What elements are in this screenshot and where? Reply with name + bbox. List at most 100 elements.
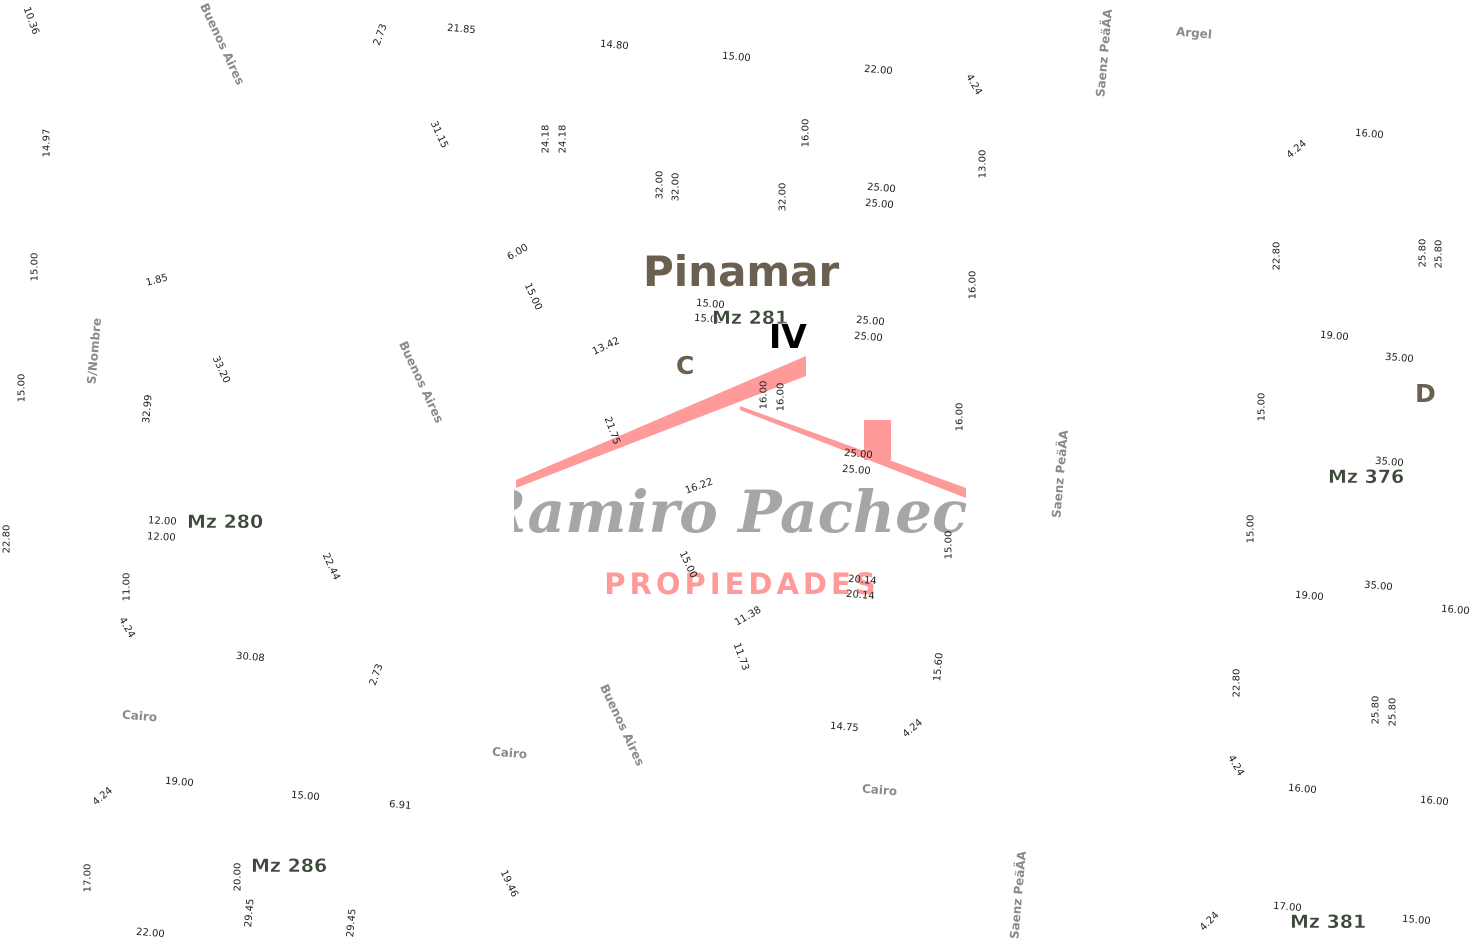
block-label: Mz 281 [712,307,789,329]
dim-label: 15.00 [943,530,955,560]
logo-script-name: Ramiro Pacheco [514,478,968,546]
street-label: S/Nombre [84,317,105,385]
street-label: Cairo [861,781,898,799]
street-label: Cairo [121,707,158,725]
dim-label: 15.00 [1245,514,1257,544]
dim-label: 15.00 [290,789,321,804]
dim-label: 29.45 [345,908,359,938]
dim-label: 25.00 [853,330,884,345]
dim-label: 13.00 [977,149,989,179]
dim-label: 16.00 [1354,127,1385,142]
dim-label: 2.73 [371,22,390,48]
dim-label: 11.73 [730,641,751,673]
dim-label: 15.60 [932,652,946,682]
dim-label: 16.00 [775,382,787,412]
dim-label: 25.00 [864,197,895,212]
dim-label: 25.80 [1387,697,1399,727]
dim-label: 20.14 [845,588,876,603]
dim-label: 4.24 [900,717,925,740]
dim-label: 11.00 [121,572,133,602]
dim-label: 15.00 [29,252,41,282]
dim-label: 16.00 [1287,782,1318,797]
street-label: Buenos Aires [197,0,248,88]
dim-label: 25.80 [1433,239,1445,269]
dim-label: 32.99 [141,394,155,424]
dim-label: 4.24 [963,72,984,98]
dim-label: 12.00 [147,515,177,528]
dim-label: 25.80 [1370,695,1382,725]
dim-label: 19.46 [497,868,520,900]
street-label: Buenos Aires [597,681,648,769]
dim-label: 15.00 [1401,913,1432,928]
dim-label: 16.00 [1440,603,1471,618]
street-label: Buenos Aires [396,338,447,426]
street-label: Saenz PeäÄA [1049,429,1071,519]
dim-label: 16.00 [967,270,979,300]
dim-label: 32.00 [670,172,682,202]
chimney-icon [864,420,891,460]
street-label: Saenz PeäÄA [1093,8,1115,98]
block-label: Mz 376 [1328,466,1405,488]
dim-label: 30.08 [235,650,266,665]
zone-label: C [676,351,695,380]
dim-label: 4.24 [116,615,137,641]
dim-label: 17.00 [82,863,94,893]
dim-label: 24.18 [557,124,569,154]
dim-label: 2.73 [367,662,386,688]
block-label: Mz 381 [1290,911,1367,933]
dim-label: 32.00 [777,182,789,212]
map-title: Pinamar [643,247,840,296]
dim-label: 33.20 [209,354,232,386]
dim-label: 20.00 [232,862,244,892]
roof-left-icon [516,356,806,488]
dim-label: 6.91 [388,799,412,812]
dim-label: 14.80 [599,38,630,53]
dim-label: 14.97 [41,128,53,158]
dim-label: 29.45 [243,898,257,928]
dim-label: 32.00 [654,170,666,200]
dim-label: 16.00 [758,380,770,410]
dim-label: 10.36 [20,5,41,37]
dim-label: 1.85 [144,272,170,289]
dim-label: 15.00 [721,50,752,65]
street-label: Argel [1175,24,1213,42]
dim-label: 22.00 [863,63,894,78]
dim-label: 21.85 [446,22,477,37]
logo-subtitle: PROPIEDADES [604,567,879,600]
dim-label: 24.18 [540,124,552,154]
dim-label: 14.75 [829,720,860,735]
dim-label: 4.24 [1284,138,1309,161]
dim-label: 4.24 [90,785,115,808]
dim-label: 16.00 [1419,794,1450,809]
dim-label: 4.24 [1225,753,1246,779]
street-label: Saenz PeäÄA [1007,850,1029,940]
dim-label: 16.00 [954,402,966,432]
dim-label: 15.00 [521,281,544,313]
dim-label: 25.80 [1417,238,1429,268]
dim-label: 19.00 [1294,589,1325,604]
zone-label: IV [769,317,807,356]
dim-label: 22.80 [1231,668,1243,698]
dim-label: 4.24 [1198,909,1222,934]
dim-label: 19.00 [164,775,195,790]
street-label: Cairo [491,744,528,762]
dim-label: 35.00 [1363,579,1394,594]
dim-label: 31.15 [427,119,450,151]
dim-label: 19.00 [1319,329,1350,344]
dim-label: 35.00 [1384,351,1415,366]
watermark-logo: Ramiro Pacheco PROPIEDADES [514,356,968,600]
dim-label: 15.00 [1256,392,1268,422]
block-label: Mz 286 [251,855,328,877]
dim-label: 15.00 [16,373,28,403]
zone-label: D [1415,379,1436,408]
block-label: Mz 280 [187,511,264,533]
dim-label: 22.00 [135,926,166,941]
dim-label: 11.38 [732,604,764,629]
dim-label: 22.80 [1,524,13,554]
dim-label: 22.80 [1271,241,1283,271]
dim-label: 25.00 [855,314,886,329]
dim-label: 16.00 [800,118,812,148]
dim-label: 6.00 [505,242,531,263]
roof-right-icon [740,406,966,498]
